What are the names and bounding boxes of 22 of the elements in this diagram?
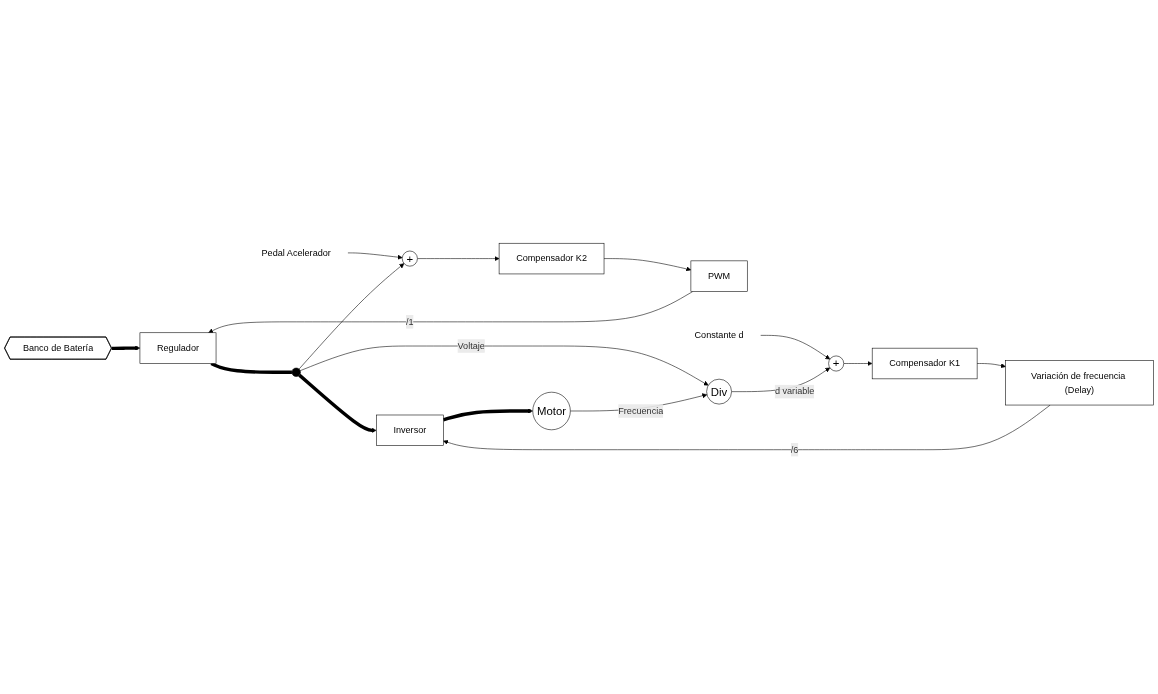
- node-text: Pedal Acelerador: [261, 247, 331, 258]
- node-box: PWM: [690, 260, 748, 292]
- node-circle: +: [401, 250, 418, 267]
- arrow: [111, 345, 141, 351]
- node-box: Regulador: [139, 332, 217, 364]
- edge-label: /6: [790, 444, 799, 455]
- arrow: [298, 373, 377, 433]
- node-box: Compensador K2: [498, 242, 605, 275]
- connector: [210, 361, 292, 374]
- node-box: Inversor: [376, 414, 444, 446]
- node-circle: [291, 367, 301, 377]
- node-circle: Div: [706, 378, 732, 405]
- node-circle: Motor: [532, 391, 571, 431]
- node-text: Constante d: [694, 330, 744, 340]
- node-circle: +: [828, 355, 845, 372]
- edge-label: Voltaje: [457, 340, 485, 351]
- arrow: [442, 408, 533, 422]
- edge-label: d variable: [774, 386, 815, 397]
- node-box: Compensador K1: [871, 347, 978, 380]
- edge-label: Frecuencia: [618, 405, 664, 416]
- node-box: Variación de frecuencia (Delay): [1005, 360, 1154, 406]
- edge-label: /1: [406, 316, 414, 327]
